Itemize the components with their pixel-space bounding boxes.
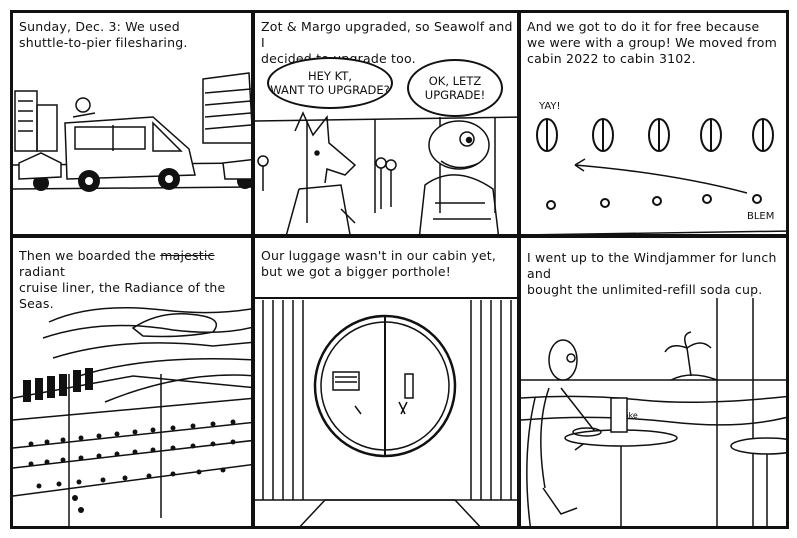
panel-1: Sunday, Dec. 3: We used shuttle-to-pier … <box>10 10 254 237</box>
panel-5-caption: Our luggage wasn't in our cabin yet, but… <box>261 248 497 279</box>
panel-6-caption: I went up to the Windjammer for lunch an… <box>527 250 777 297</box>
yay-label: YAY! <box>539 101 561 112</box>
panel-4-caption: Then we boarded the majestic radiant cru… <box>19 248 251 312</box>
panel-6: I went up to the Windjammer for lunch an… <box>518 235 789 529</box>
blem-label: BLEM <box>747 211 775 222</box>
panel-5: Our luggage wasn't in our cabin yet, but… <box>252 235 520 529</box>
wolf-turtle-scene <box>255 111 517 234</box>
caption-struck-word: majestic <box>160 248 215 263</box>
speech-bubble-wolf: HEY KT, WANT TO UPGRADE? <box>267 57 393 109</box>
panel-3-caption: And we got to do it for free because we … <box>527 19 777 66</box>
panel-3: And we got to do it for free because we … <box>518 10 789 237</box>
panel-4: Then we boarded the majestic radiant cru… <box>10 235 254 529</box>
speech-bubble-turtle: OK, LETZ UPGRADE! <box>407 59 503 117</box>
cabin-porthole-scene <box>255 297 517 526</box>
caption-part-2: radiant cruise liner, the Radiance of th… <box>19 264 226 311</box>
panel-1-caption: Sunday, Dec. 3: We used shuttle-to-pier … <box>19 19 188 50</box>
shuttle-scene <box>13 72 251 192</box>
cruise-ship-scene <box>13 306 251 526</box>
caption-part-1: Then we boarded the <box>19 248 161 263</box>
panel-2: Zot & Margo upgraded, so Seawolf and I d… <box>252 10 520 237</box>
porthole-diagram <box>536 118 786 234</box>
soda-cup-label: Coke <box>618 411 638 420</box>
windjammer-scene <box>521 298 786 526</box>
